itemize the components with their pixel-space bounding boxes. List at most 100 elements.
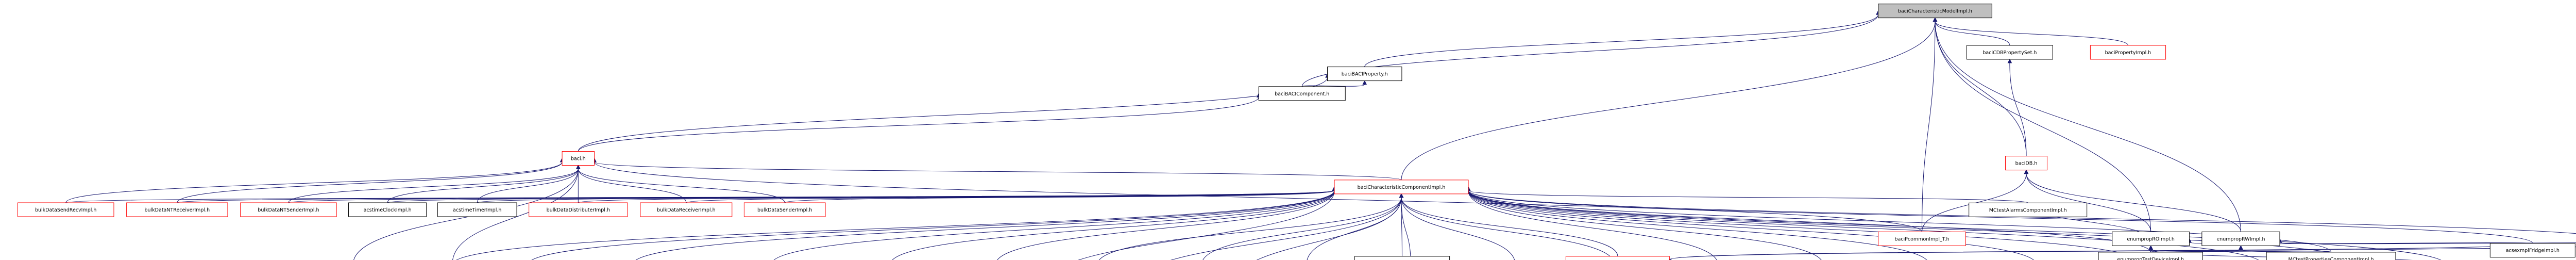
graph-node[interactable]: baciDB.h [2005,156,2047,171]
node-label: bulkDataSenderImpl.h [757,207,812,213]
node-label: baciCDBPropertySet.h [1982,50,2037,56]
graph-node[interactable]: bulkDataSenderImpl.h [743,202,826,217]
node-box [640,202,733,217]
node-box [743,202,826,217]
graph-node[interactable]: bulkDataDistributerImpl.h [529,202,628,217]
node-label: baci.h [571,156,586,162]
node-label: bulkDataDistributerImpl.h [547,207,610,213]
node-label: baciCharacteristicComponentImpl.h [1358,185,1446,190]
node-box [1565,256,1670,260]
node-label: baciPropertyImpl.h [2105,50,2151,56]
dependency-edge [1307,193,1404,260]
node-label: baciBACIProperty.h [1342,72,1388,77]
node-box [1334,180,1469,194]
dependency-edge [578,73,1330,152]
node-box [2112,231,2190,246]
node-label: baciDB.h [2015,161,2038,167]
dependency-edge [387,165,581,203]
node-box [1878,4,1992,19]
node-label: MCtestAlarmsComponentImpl.h [1989,207,2067,213]
edges-layer [65,10,2576,260]
graph-node[interactable]: baciPropertyImpl.h [2090,45,2166,60]
graph-node[interactable]: baciPcommonImpl_T.h [1878,231,1966,246]
node-label: MCtestPropertiesComponentImpl.h [2289,257,2374,260]
dependency-edge [2024,169,2241,232]
node-box [240,202,337,217]
dependency-edge [1401,17,1938,180]
graph-node[interactable]: enumpropROImpl.h [2112,231,2190,246]
node-box [1878,231,1966,246]
graph-node[interactable]: bulkDataNTReceiverImpl.h [126,202,228,217]
node-box [1969,202,2088,217]
graph-node[interactable]: MCtestAlarmsComponentImpl.h [1969,202,2088,217]
graph-node[interactable]: enumpropTestDeviceImpl.h [2098,252,2203,260]
dependency-edge [1933,17,2128,46]
dependency-edge [1921,17,1938,232]
dependency-edge [2239,245,2332,253]
node-box [126,202,228,217]
graph-node[interactable]: baciCharacteristicModelImpl.h [1878,4,1992,19]
node-label: baciPcommonImpl_T.h [1894,236,1949,242]
graph-node[interactable]: bulkDataSendRecvImpl.h [17,202,114,217]
graph-node[interactable]: acstimeTimerImpl.h [437,202,517,217]
node-label: enumpropROImpl.h [2127,236,2175,242]
nodes-layer: baciCharacteristicModelImpl.h baciBACIPro… [17,4,2575,260]
dependency-edge [1364,10,1880,67]
node-box [2266,252,2396,260]
dependency-edge [1399,193,1411,260]
node-box [1354,256,1450,260]
graph-node[interactable]: MCtestComponentImpl.h [1354,256,1450,260]
dependency-edge [288,165,581,203]
dependency-edge [578,93,1261,152]
graph-node[interactable]: enumpropRWImpl.h [2201,231,2280,246]
graph-node[interactable]: baciBACIComponent.h [1258,86,1346,101]
node-label: acstimeClockImpl.h [364,207,412,213]
graph-node[interactable]: baciCDBPropertySet.h [1966,45,2053,60]
dependency-edge [1466,186,1822,260]
dependency-edge [2007,58,2027,156]
node-box [2005,156,2047,171]
dependency-edge [1466,186,2151,252]
dependency-edge [452,165,581,260]
dependency-edge [1301,80,1367,87]
node-box [529,202,628,217]
dependency-edge [592,157,1402,181]
dependency-edge [65,157,565,203]
dependency-edge [2024,169,2151,232]
graph-node[interactable]: baciSmartPropertyPointer.h [1565,256,1670,260]
graph-node[interactable]: bulkDataReceiverImpl.h [640,202,733,217]
node-label: bulkDataReceiverImpl.h [657,207,716,213]
node-label: acstimeTimerImpl.h [453,207,501,213]
node-label: baciBACIComponent.h [1275,91,1329,97]
node-box [2098,252,2203,260]
dependency-edge [1933,17,2010,46]
graph-node[interactable]: acsexmplFridgeImpl.h [2489,243,2575,258]
node-box [1327,67,1402,82]
node-box [437,202,517,217]
node-box [17,202,114,217]
node-label: acsexmplFridgeImpl.h [2506,248,2560,254]
dependency-edge [1933,17,2027,156]
graph-node[interactable]: MCtestPropertiesComponentImpl.h [2266,252,2396,260]
dependency-edge [477,165,581,203]
node-box [1966,45,2053,60]
node-box [562,151,595,166]
node-label: baciCharacteristicModelImpl.h [1898,9,1972,14]
node-box [1258,86,1346,101]
dependency-edge [177,186,1337,203]
node-label: bulkDataSendRecvImpl.h [35,207,96,213]
node-box [2489,243,2575,258]
graph-node[interactable]: acstimeClockImpl.h [348,202,427,217]
node-box [2090,45,2166,60]
node-box [2201,231,2280,246]
node-box [348,202,427,217]
dependency-edge [1399,193,1614,260]
dependency-edge [1466,186,2028,203]
node-label: bulkDataNTReceiverImpl.h [144,207,210,213]
graph-node[interactable]: baci.h [562,151,595,166]
node-label: bulkDataNTSenderImpl.h [258,207,319,213]
graph-node[interactable]: baciBACIProperty.h [1327,67,1402,82]
graph-node[interactable]: bulkDataNTSenderImpl.h [240,202,337,217]
graph-node[interactable]: baciCharacteristicComponentImpl.h [1334,180,1469,194]
